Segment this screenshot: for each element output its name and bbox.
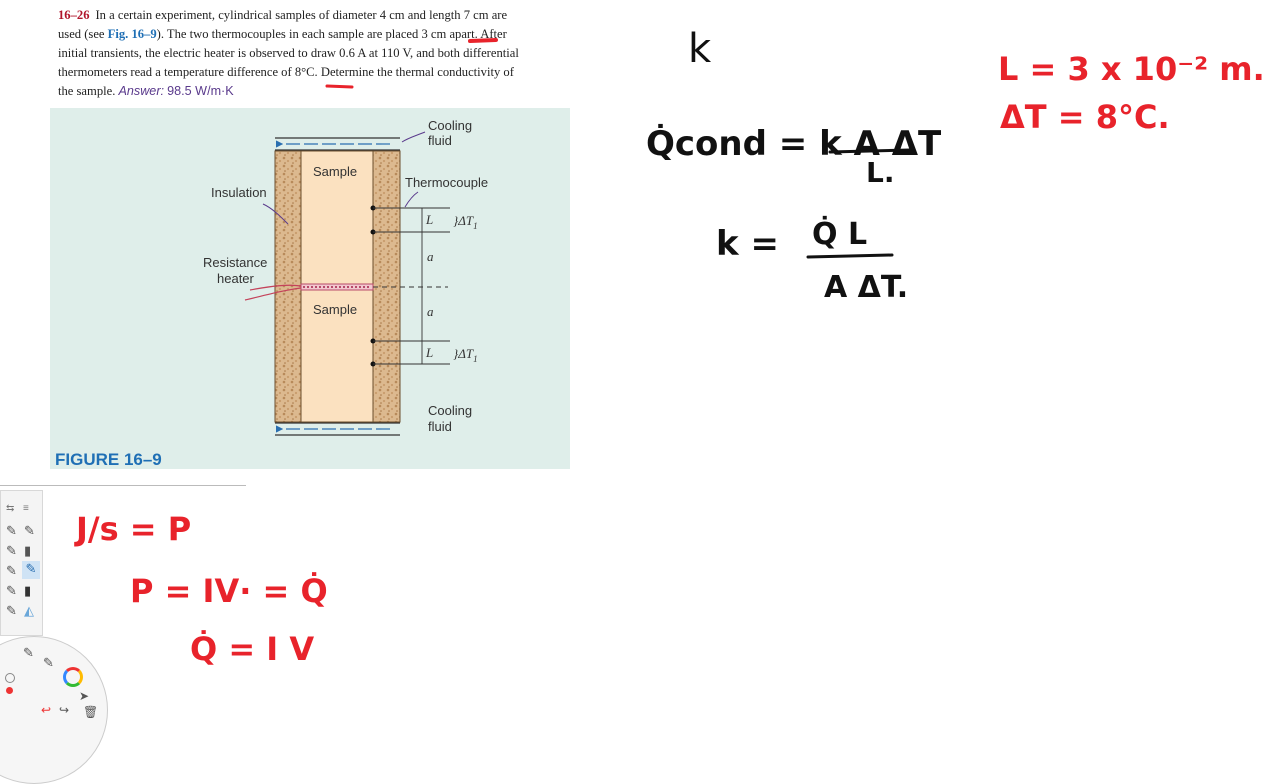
label-a-bottom: a [427, 304, 434, 319]
problem-statement: 16–26 In a certain experiment, cylindrica… [58, 6, 598, 101]
label-cooling-bottom-1: Cooling [428, 403, 472, 418]
heater-wire-2 [249, 284, 302, 291]
undo-icon[interactable]: ↩ [41, 703, 52, 717]
brush-icon[interactable]: ✎ [43, 655, 54, 670]
brush-tool-icon[interactable]: ✎ [6, 543, 17, 558]
label-insulation: Insulation [211, 185, 267, 200]
label-resistance-2: heater [217, 271, 255, 286]
ink-given-L: L = 3 x 10⁻² m. [998, 50, 1265, 88]
shape-tool-icon[interactable]: ◭ [24, 603, 34, 618]
label-thermocouple: Thermocouple [405, 175, 488, 190]
leader-lines [262, 131, 426, 225]
insulation-right [372, 150, 401, 423]
label-sample-top: Sample [313, 164, 357, 179]
ink-js-p: J/s = P [74, 510, 191, 548]
problem-line-5: the sample. Answer: 98.5 W/m·K [58, 82, 598, 101]
swap-icon[interactable]: ⇆ [6, 503, 15, 514]
figure-16-9: Cooling fluid Sample Thermocouple Insula… [50, 108, 570, 469]
fill-tool-icon[interactable]: ✎ [6, 583, 17, 598]
size-icon[interactable] [5, 673, 15, 683]
sample-bottom [300, 288, 374, 423]
ink-p-iv: P = IV· = Q̇ [130, 572, 328, 610]
answer-value: 98.5 W/m·K [167, 84, 234, 98]
ink-qcond: Q̇cond = k A ΔT [646, 123, 942, 164]
pencil-tool-icon[interactable]: ✎ [6, 563, 17, 578]
pen-tool-2-icon[interactable]: ✎ [24, 523, 35, 538]
selected-pen-icon[interactable]: ✎ [22, 561, 40, 579]
pen-tool-1-icon[interactable]: ✎ [6, 523, 17, 538]
label-L-bottom: L [425, 345, 433, 360]
problem-line-4: thermometers read a temperature differen… [58, 65, 514, 79]
red-color-dot[interactable] [6, 687, 13, 694]
figure-link[interactable]: Fig. 16–9 [107, 27, 157, 41]
answer-label: Answer: [118, 84, 165, 98]
dimension-lines [373, 207, 450, 365]
apparatus-diagram: Cooling fluid Sample Thermocouple Insula… [203, 118, 488, 436]
ink-k-denominator: A ΔT. [824, 270, 908, 305]
ink-qcond-denominator: L. [866, 156, 894, 189]
problem-text-1: In a certain experiment, cylindrical sam… [95, 8, 508, 22]
redo-icon[interactable]: ↪ [59, 703, 70, 717]
problem-text-5: the sample. [58, 84, 116, 98]
heater-wire-1 [244, 287, 302, 301]
trash-icon[interactable]: 🗑 [83, 705, 99, 719]
color-wheel-icon[interactable] [63, 667, 83, 687]
marker-tool-icon[interactable]: ▮ [24, 543, 32, 558]
label-a-top: a [427, 249, 434, 264]
ink-tool-icon[interactable]: ✎ [6, 603, 17, 618]
problem-text-2b: ). The two thermocouples in each sample … [156, 27, 507, 41]
ink-fraction-bar-2 [806, 253, 894, 259]
problem-line-1: 16–26 In a certain experiment, cylindrica… [58, 6, 598, 25]
sample-top [300, 150, 374, 286]
divider-line [0, 485, 246, 486]
ink-given-dT: ΔT = 8°C. [1000, 98, 1170, 136]
label-dT-bottom: }ΔT1 [453, 346, 478, 364]
label-dT-top: }ΔT1 [453, 213, 478, 231]
label-cooling-bottom-2: fluid [428, 419, 452, 434]
ink-k-equals: k = [716, 224, 779, 264]
ink-k-top: k [688, 26, 712, 72]
problem-line-2: used (see Fig. 16–9). The two thermocoup… [58, 25, 598, 44]
ink-k-numerator: Q̇ L [812, 217, 867, 252]
pen-icon[interactable]: ✎ [23, 645, 34, 660]
pointer-icon[interactable]: ➤ [79, 689, 90, 703]
insulation-left [274, 150, 302, 423]
label-cooling-top-2: fluid [428, 133, 452, 148]
ink-fraction-bar-1 [828, 148, 912, 154]
label-L-top: L [425, 212, 433, 227]
dark-tool-icon[interactable]: ▮ [24, 583, 32, 598]
ink-q-iv: Q̇ = I V [190, 630, 314, 668]
menu-icon[interactable]: ≡ [23, 503, 29, 514]
figure-caption: FIGURE 16–9 [55, 450, 162, 469]
problem-text-2a: used (see [58, 27, 108, 41]
label-resistance-1: Resistance [203, 255, 267, 270]
problem-number: 16–26 [58, 8, 90, 22]
label-cooling-top-1: Cooling [428, 118, 472, 133]
pen-toolbox: ⇆ ≡ ✎ ✎ ✎ ▮ ✎ ✎ ✎ ▮ ✎ ◭ [0, 490, 43, 636]
label-sample-bottom: Sample [313, 302, 357, 317]
radial-menu[interactable]: ✎ ✎ ➤ ↩ ↪ 🗑 [0, 636, 108, 784]
problem-line-3: initial transients, the electric heater … [58, 46, 519, 60]
